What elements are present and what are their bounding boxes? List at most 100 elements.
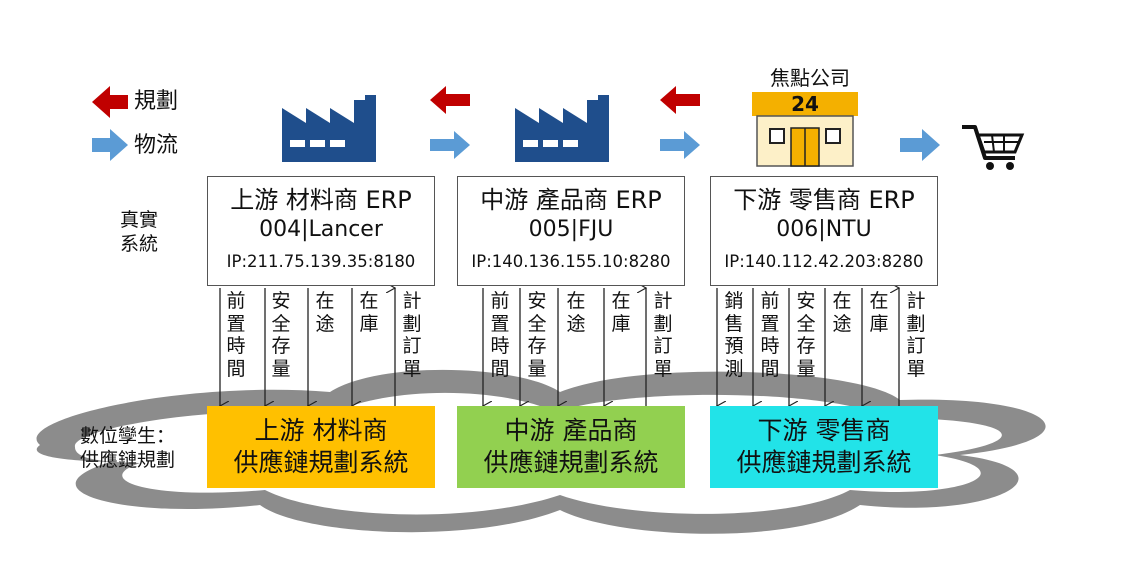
focal-company-label: 焦點公司	[770, 66, 850, 90]
char: 時	[226, 335, 246, 357]
char: 間	[760, 357, 780, 380]
char: 在	[869, 290, 889, 312]
erp-box-downstream: 下游 零售商 ERP 006|NTU IP:140.112.42.203:828…	[710, 176, 938, 286]
lead-time-label: 前置時間	[223, 290, 249, 380]
legend-planning-label: 規劃	[134, 89, 179, 114]
legend-logistics-label: 物流	[134, 133, 179, 158]
downstream-planning-system-box: 下游 零售商 供應鏈規劃系統	[710, 406, 938, 488]
erp-title: 中游 產品商 ERP	[480, 186, 662, 214]
char: 間	[490, 357, 510, 380]
planning-system-line2: 供應鏈規劃系統	[736, 448, 912, 477]
erp-title: 上游 材料商 ERP	[230, 186, 412, 214]
char: 銷	[724, 290, 744, 312]
char: 在	[566, 290, 586, 312]
real-system-label-line2: 系統	[120, 233, 159, 255]
char: 在	[611, 290, 631, 312]
in-stock-label: 在庫	[608, 290, 634, 335]
char: 劃	[906, 312, 926, 335]
logistics-arrow-icon	[430, 131, 470, 159]
erp-ip: IP:211.75.139.35:8180	[226, 252, 416, 271]
flow-arrows-midstream	[483, 288, 646, 406]
char: 計	[653, 290, 673, 312]
char: 單	[402, 357, 422, 380]
digital-twin-label-line2: 供應鏈規劃	[80, 449, 176, 471]
erp-id: 005|FJU	[528, 217, 614, 242]
lead-time-label: 前置時間	[487, 290, 513, 380]
char: 售	[724, 312, 744, 335]
planning-arrow-icon	[430, 86, 470, 114]
char: 單	[906, 357, 926, 380]
char: 全	[271, 312, 291, 335]
char: 前	[760, 290, 780, 312]
planning-system-line1: 下游 零售商	[757, 416, 891, 445]
shopping-cart-icon	[962, 125, 1025, 170]
char: 訂	[906, 335, 926, 357]
char: 前	[226, 290, 246, 312]
store-sign: 24	[791, 92, 819, 116]
midstream-planning-system-box: 中游 產品商 供應鏈規劃系統	[457, 406, 685, 488]
planned-order-label: 計劃訂單	[650, 290, 676, 380]
char: 安	[271, 290, 291, 312]
char: 訂	[402, 335, 422, 357]
char: 計	[402, 290, 422, 312]
in-stock-label: 在庫	[866, 290, 892, 335]
planned-order-label: 計劃訂單	[399, 290, 425, 380]
char: 時	[760, 335, 780, 357]
erp-title: 下游 零售商 ERP	[733, 186, 915, 214]
in-transit-label: 在途	[312, 290, 338, 335]
safety-stock-label: 安全存量	[524, 290, 550, 380]
upstream-factory-icon	[282, 95, 376, 162]
char: 置	[760, 312, 780, 335]
planning-system-line2: 供應鏈規劃系統	[483, 448, 659, 477]
char: 間	[226, 357, 246, 380]
safety-stock-label: 安全存量	[268, 290, 294, 380]
char: 庫	[359, 312, 379, 335]
erp-id: 004|Lancer	[259, 217, 383, 242]
planning-arrow-icon	[660, 86, 700, 114]
sales-forecast-label: 銷售預測	[721, 290, 747, 380]
char: 庫	[869, 312, 889, 335]
planning-system-line1: 中游 產品商	[504, 416, 638, 445]
digital-twin-label-line1: 數位孿生：	[80, 425, 176, 447]
in-stock-label: 在庫	[356, 290, 382, 335]
char: 存	[271, 335, 291, 357]
erp-box-midstream: 中游 產品商 ERP 005|FJU IP:140.136.155.10:828…	[457, 176, 685, 286]
char: 劃	[402, 312, 422, 335]
logistics-arrow-icon	[900, 129, 940, 161]
char: 劃	[653, 312, 673, 335]
upstream-planning-system-box: 上游 材料商 供應鏈規劃系統	[207, 406, 435, 488]
char: 安	[527, 290, 547, 312]
lead-time-label: 前置時間	[757, 290, 783, 380]
char: 在	[315, 290, 335, 312]
char: 庫	[611, 312, 631, 335]
char: 在	[832, 290, 852, 312]
char: 置	[226, 312, 246, 335]
char: 全	[527, 312, 547, 335]
char: 計	[906, 290, 926, 312]
char: 安	[796, 290, 816, 312]
char: 前	[490, 290, 510, 312]
real-system-label-line1: 真實	[120, 209, 159, 231]
char: 時	[490, 335, 510, 357]
char: 在	[359, 290, 379, 312]
legend-planning-arrow-icon	[92, 86, 128, 118]
digital-twin-label: 數位孿生： 供應鏈規劃	[80, 424, 175, 472]
real-system-label: 真實 系統	[120, 208, 158, 256]
planning-system-line2: 供應鏈規劃系統	[233, 448, 409, 477]
safety-stock-label: 安全存量	[793, 290, 819, 380]
char: 途	[566, 312, 586, 335]
erp-id: 006|NTU	[776, 217, 872, 242]
planned-order-label: 計劃訂單	[903, 290, 929, 380]
char: 置	[490, 312, 510, 335]
erp-box-upstream: 上游 材料商 ERP 004|Lancer IP:211.75.139.35:8…	[207, 176, 435, 286]
char: 存	[796, 335, 816, 357]
char: 途	[315, 312, 335, 335]
planning-system-line1: 上游 材料商	[254, 416, 388, 445]
legend-logistics-arrow-icon	[92, 129, 128, 161]
convenience-store-icon	[752, 92, 858, 167]
char: 測	[724, 357, 744, 380]
char: 量	[796, 357, 816, 380]
char: 量	[527, 357, 547, 380]
erp-ip: IP:140.136.155.10:8280	[471, 252, 671, 271]
char: 預	[724, 335, 744, 357]
